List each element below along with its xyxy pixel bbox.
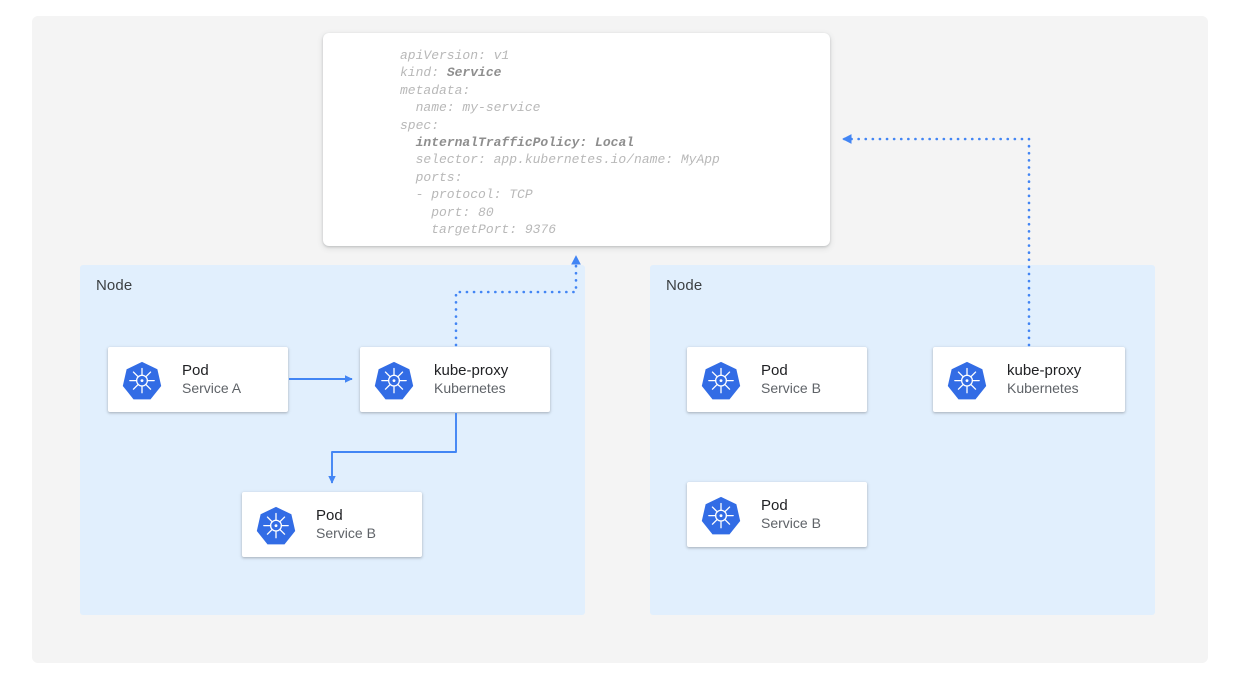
service-manifest-panel: apiVersion: v1 kind: Service metadata: n… (323, 33, 830, 246)
card-subtitle: Kubernetes (434, 380, 506, 397)
card-text: Pod Service B (761, 497, 821, 531)
card-pod-service-b-left[interactable]: Pod Service B (242, 492, 422, 557)
kubernetes-icon (122, 360, 162, 400)
kubernetes-icon (701, 495, 741, 535)
card-kube-proxy-left[interactable]: kube-proxy Kubernetes (360, 347, 550, 412)
card-text: Pod Service B (316, 507, 376, 541)
card-pod-service-b-right-top[interactable]: Pod Service B (687, 347, 867, 412)
card-subtitle: Service B (761, 380, 821, 397)
card-subtitle: Service B (761, 515, 821, 532)
card-kube-proxy-right[interactable]: kube-proxy Kubernetes (933, 347, 1125, 412)
kubernetes-icon (374, 360, 414, 400)
card-subtitle: Service B (316, 525, 376, 542)
kubernetes-icon (701, 360, 741, 400)
kubernetes-icon (256, 505, 296, 545)
card-subtitle: Kubernetes (1007, 380, 1079, 397)
kubernetes-icon (947, 360, 987, 400)
node-label-right: Node (666, 277, 703, 294)
node-label-left: Node (96, 277, 133, 294)
node-group-left: Node (80, 265, 585, 615)
card-text: Pod Service A (182, 362, 241, 396)
card-pod-service-b-right-bottom[interactable]: Pod Service B (687, 482, 867, 547)
card-text: Pod Service B (761, 362, 821, 396)
card-title: kube-proxy (1007, 362, 1082, 380)
card-title: Pod (761, 362, 788, 380)
card-text: kube-proxy Kubernetes (434, 362, 508, 396)
card-text: kube-proxy Kubernetes (1007, 362, 1081, 396)
service-manifest-code: apiVersion: v1 kind: Service metadata: n… (400, 48, 720, 238)
card-title: Pod (316, 507, 343, 525)
card-subtitle: Service A (182, 380, 242, 397)
card-title: Pod (761, 497, 788, 515)
node-group-right: Node (650, 265, 1155, 615)
card-pod-service-a[interactable]: Pod Service A (108, 347, 288, 412)
card-title: kube-proxy (434, 362, 509, 380)
card-title: Pod (182, 362, 209, 380)
